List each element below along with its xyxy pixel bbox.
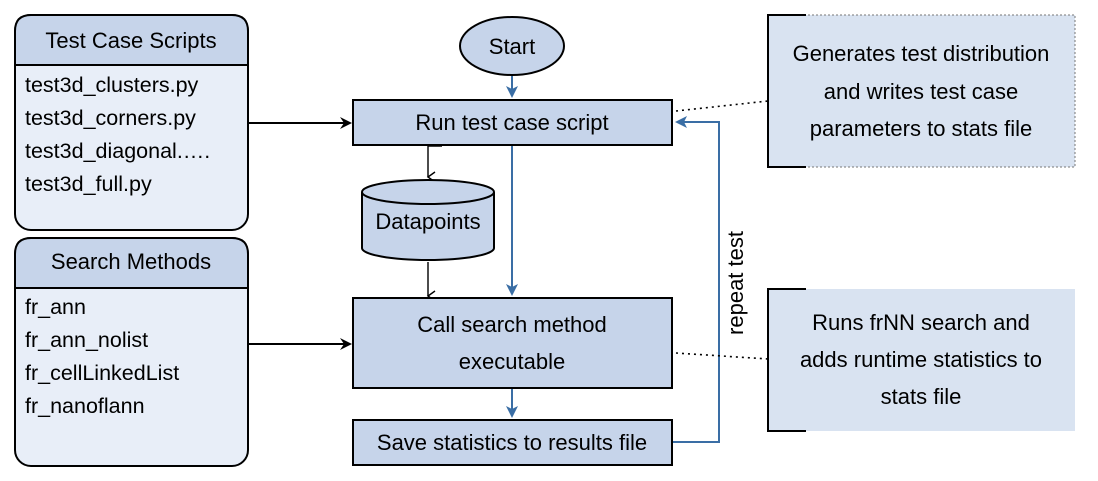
- script-item: test3d_diagonal.….: [25, 139, 210, 163]
- datapoints-store: Datapoints: [361, 179, 495, 261]
- run-script-label: Run test case script: [415, 110, 608, 135]
- generate-note-line3: parameters to stats file: [810, 116, 1033, 141]
- method-item: fr_nanoflann: [25, 394, 145, 418]
- call-note-connector: [675, 352, 769, 360]
- runs-note-line2: adds runtime statistics to: [800, 347, 1042, 372]
- scripts-panel-title: Test Case Scripts: [45, 28, 216, 53]
- methods-panel-title: Search Methods: [51, 249, 211, 274]
- runs-note: Runs frNN search and adds runtime statis…: [767, 288, 1075, 432]
- generate-note: Generates test distribution and writes t…: [767, 14, 1076, 168]
- start-node: Start: [459, 16, 565, 76]
- search-methods-panel: Search Methods fr_ann fr_ann_nolist fr_c…: [14, 237, 249, 467]
- script-item: test3d_corners.py: [25, 106, 196, 130]
- repeat-loop-arrow: [673, 116, 720, 443]
- runs-note-line3: stats file: [881, 384, 962, 409]
- script-item: test3d_clusters.py: [25, 73, 199, 97]
- datapoints-label: Datapoints: [375, 209, 480, 234]
- generate-note-line1: Generates test distribution: [793, 41, 1050, 66]
- method-item: fr_cellLinkedList: [25, 361, 179, 385]
- call-search-box: Call search method executable: [352, 297, 673, 389]
- save-stats-label: Save statistics to results file: [377, 430, 647, 455]
- save-stats-box: Save statistics to results file: [352, 419, 673, 466]
- script-item: test3d_full.py: [25, 172, 152, 196]
- test-case-scripts-panel: Test Case Scripts test3d_clusters.py tes…: [14, 14, 249, 231]
- method-item: fr_ann_nolist: [25, 328, 148, 352]
- run-to-datapoints-arrow: [426, 145, 442, 183]
- method-item: fr_ann: [25, 295, 86, 319]
- generate-note-line2: and writes test case: [824, 79, 1018, 104]
- run-note-connector: [675, 100, 769, 112]
- call-search-label-line1: Call search method: [417, 312, 607, 337]
- call-search-label-line2: executable: [459, 349, 565, 374]
- run-script-box: Run test case script: [352, 99, 673, 146]
- repeat-test-label: repeat test: [723, 231, 748, 335]
- runs-note-line1: Runs frNN search and: [812, 310, 1030, 335]
- start-label: Start: [489, 34, 535, 59]
